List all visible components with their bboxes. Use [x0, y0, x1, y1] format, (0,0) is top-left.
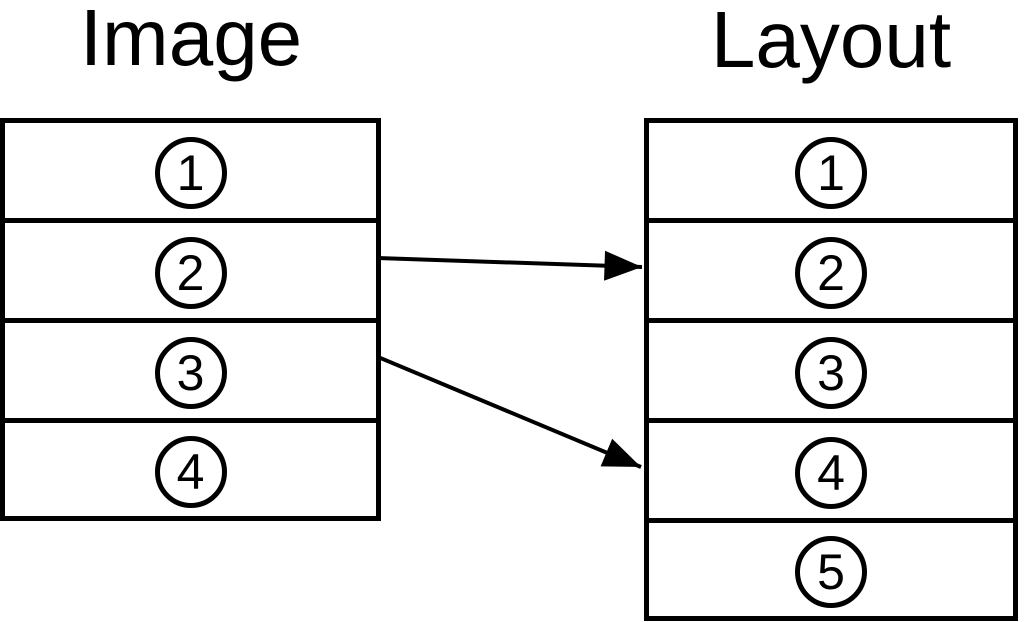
row-number: 4 — [176, 443, 205, 500]
circled-number-badge: 2 — [795, 236, 867, 309]
row-number: 5 — [817, 543, 845, 600]
arrow-image3-to-layout4 — [377, 355, 642, 469]
image-row-2: 2 — [5, 223, 376, 323]
layout-stack: 1 2 3 4 5 — [644, 118, 1018, 621]
image-column-title: Image — [79, 0, 303, 82]
image-row-1: 1 — [5, 123, 376, 223]
image-stack: 1 2 3 4 — [0, 118, 381, 521]
arrow-image2-to-layout2 — [377, 250, 643, 281]
row-number: 2 — [176, 244, 205, 301]
circled-number-badge: 1 — [154, 136, 227, 209]
image-row-4: 4 — [5, 423, 376, 516]
circled-number-badge: 1 — [795, 136, 867, 209]
image-row-3: 3 — [5, 323, 376, 423]
layout-row-4: 4 — [649, 423, 1013, 523]
circled-number-badge: 3 — [154, 336, 227, 409]
circled-number-badge: 2 — [154, 236, 227, 309]
row-number: 3 — [817, 344, 845, 401]
layout-row-1: 1 — [649, 123, 1013, 223]
layout-row-2: 2 — [649, 223, 1013, 323]
circled-number-badge: 3 — [795, 336, 867, 409]
circled-number-badge: 4 — [154, 435, 227, 508]
circled-number-badge: 4 — [795, 436, 867, 509]
layout-column-title: Layout — [710, 0, 952, 84]
row-number: 2 — [817, 244, 845, 301]
layout-row-3: 3 — [649, 323, 1013, 423]
row-number: 1 — [817, 144, 845, 201]
row-number: 1 — [176, 144, 205, 201]
layout-row-5: 5 — [649, 523, 1013, 616]
row-number: 3 — [176, 344, 205, 401]
circled-number-badge: 5 — [795, 535, 867, 608]
row-number: 4 — [817, 444, 845, 501]
